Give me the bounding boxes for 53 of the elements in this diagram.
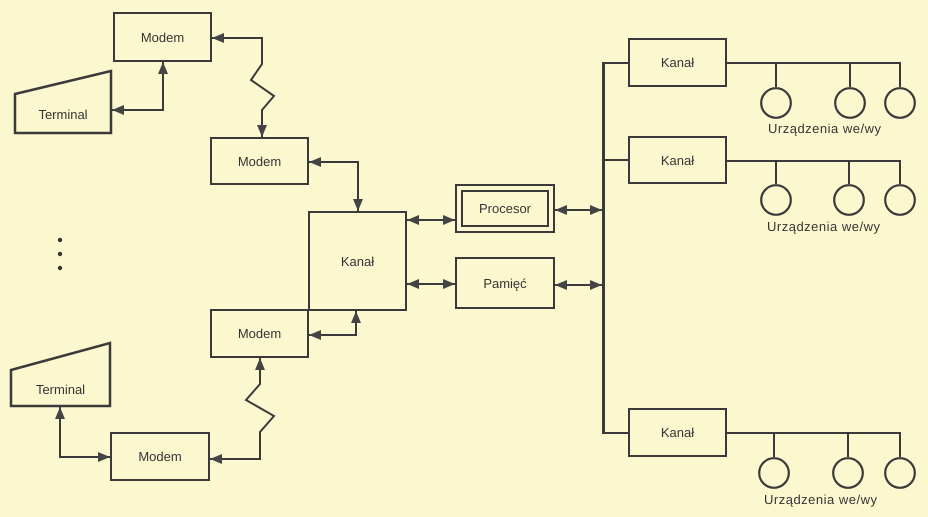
terminal-shape: [14, 70, 112, 134]
connector-line: [727, 432, 901, 457]
device-circle: [758, 457, 790, 489]
connector-line: [605, 432, 628, 434]
modem-box: [110, 432, 210, 481]
connector-line: [605, 159, 628, 161]
bus-line: [602, 62, 605, 434]
double-arrow: [407, 215, 455, 225]
node-label: Pamięć: [483, 276, 527, 290]
device-caption: Urządzenia we/wy: [767, 219, 880, 234]
modem-box: [210, 137, 309, 185]
double-arrow: [210, 358, 276, 464]
node-label: Kanał: [660, 152, 694, 168]
device-circle: [760, 184, 792, 216]
device-circle: [832, 457, 864, 489]
device-circle: [834, 87, 866, 119]
double-arrow: [407, 279, 455, 289]
device-circle: [884, 87, 916, 119]
node-label: Procesor: [478, 201, 532, 216]
node-label: Terminal: [38, 107, 88, 122]
connector-line: [727, 62, 901, 87]
connector-line: [605, 62, 628, 64]
channel-box: [308, 211, 407, 311]
double-arrow: [112, 62, 168, 115]
device-circle: [884, 184, 916, 216]
device-circle: [760, 87, 792, 119]
node-label: Modem: [238, 154, 282, 168]
channel-box: [628, 38, 727, 87]
modem-box: [113, 12, 212, 62]
channel-box: [628, 408, 727, 457]
device-caption: Urządzenia we/wy: [764, 492, 878, 507]
double-arrow: [212, 33, 276, 137]
double-arrow: [555, 205, 602, 215]
node-label: Modem: [238, 326, 282, 341]
node-label: Terminal: [36, 382, 86, 396]
double-arrow: [309, 157, 363, 211]
processor-box: [455, 184, 555, 233]
double-arrow: [309, 311, 361, 340]
node-label: Modem: [138, 449, 182, 464]
node-label: Modem: [140, 30, 184, 44]
device-circle: [884, 457, 916, 489]
device-caption: Urządzenia we/wy: [768, 121, 882, 136]
channel-box: [628, 136, 727, 184]
device-circle: [833, 184, 865, 216]
double-arrow: [55, 407, 110, 462]
connector-line: [727, 160, 901, 184]
node-label: Kanał: [660, 425, 694, 440]
double-arrow: [555, 280, 602, 290]
terminal-shape: [10, 342, 111, 407]
node-label: Kanał: [660, 55, 694, 70]
modem-box: [210, 309, 309, 358]
node-label: Kanał: [340, 254, 374, 268]
memory-box: [455, 257, 555, 309]
